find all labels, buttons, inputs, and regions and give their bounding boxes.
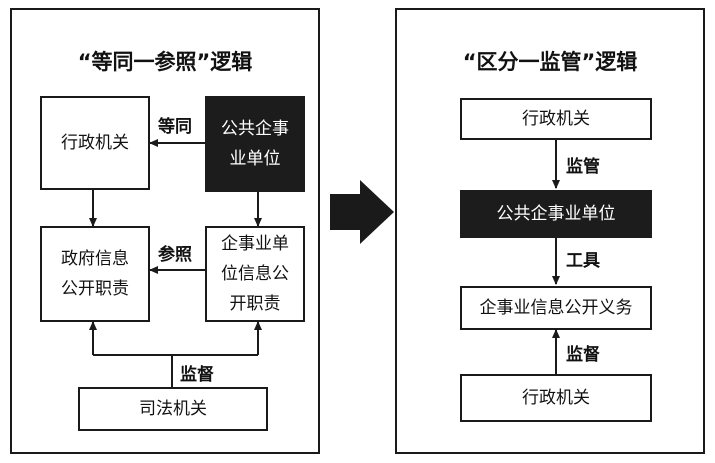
admin-agency-top-label: 行政机关 [522,109,590,129]
admin-agency-box: 行政机关 [40,96,150,190]
equal-label: 等同 [158,117,192,137]
admin-agency-top-box: 行政机关 [460,98,652,140]
regulate-label: 监管 [566,157,600,177]
admin-agency-bottom-box: 行政机关 [460,374,652,422]
reference-label: 参照 [158,245,192,265]
admin-agency-bottom-label: 行政机关 [522,388,590,408]
enterprise-info-duty-label: 企事业单 位信息公 开职责 [221,234,289,314]
enterprise-info-obligation-label: 企事业信息公开义务 [479,298,633,318]
judicial-agency-label: 司法机关 [139,399,207,419]
public-unit-box: 公共企事业单位 [460,190,652,238]
enterprise-info-duty-box: 企事业单 位信息公 开职责 [205,226,305,322]
enterprise-info-obligation-box: 企事业信息公开义务 [460,286,652,330]
admin-agency-label: 行政机关 [61,133,129,153]
supervise-label: 监督 [180,365,214,385]
judicial-agency-box: 司法机关 [78,387,268,431]
panel-title: “等同一参照”逻辑 [77,50,253,74]
panel-title: “区分一监管”逻辑 [462,50,638,74]
public-unit-box: 公共企事 业单位 [205,96,305,192]
public-unit-label: 公共企事业单位 [496,204,616,224]
gov-info-duty-label: 政府信息 公开职责 [61,249,129,299]
supervise-label: 监督 [566,345,600,365]
public-unit-label: 公共企事 业单位 [221,119,289,169]
tool-label: 工具 [566,251,600,271]
gov-info-duty-box: 政府信息 公开职责 [40,226,150,322]
